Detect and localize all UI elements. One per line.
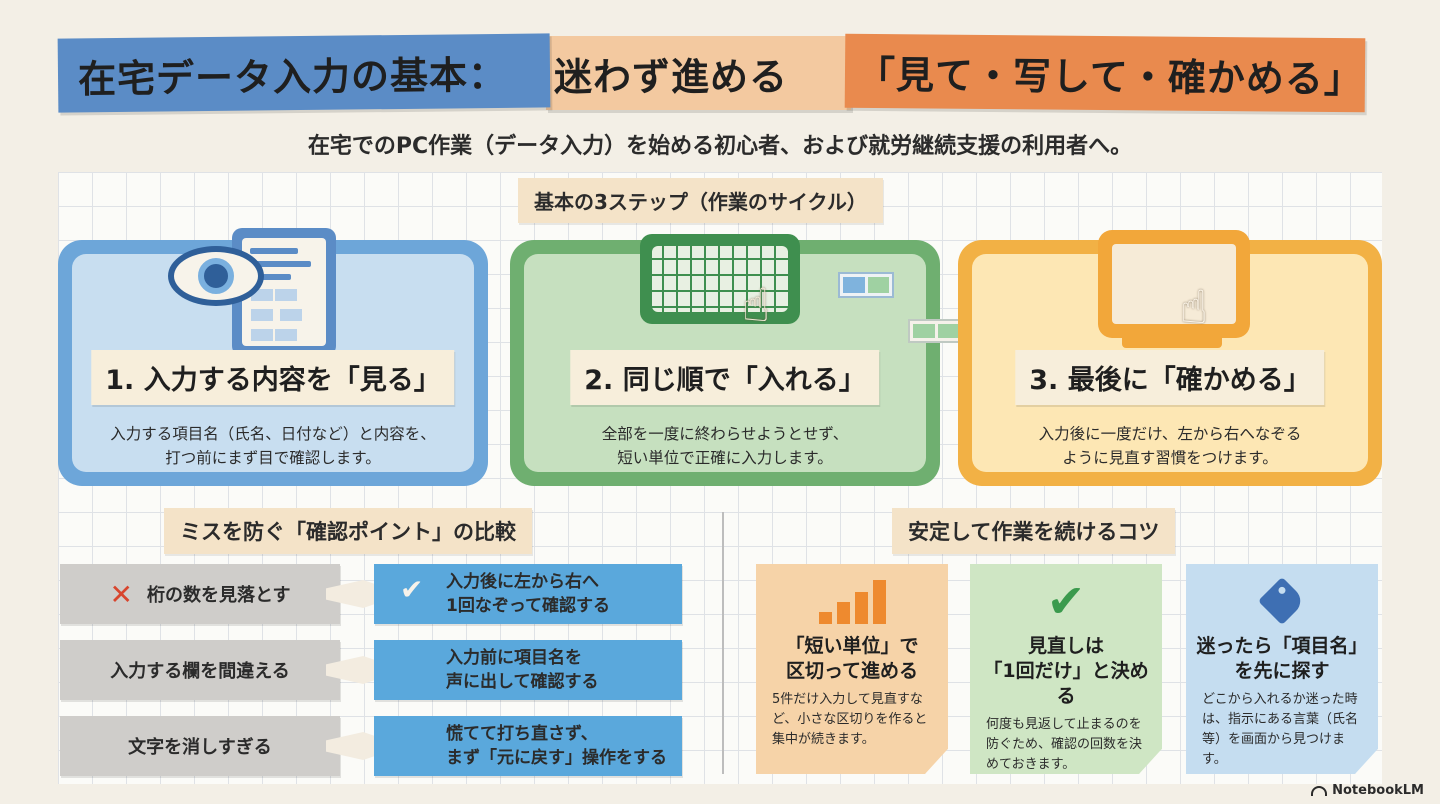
title-part-1: 在宅データ入力の基本： bbox=[57, 33, 551, 113]
tips-heading: 安定して作業を続けるコツ bbox=[892, 508, 1176, 554]
fix-row-2: 入力前に項目名を 声に出して確認する bbox=[374, 640, 682, 700]
step-title-2: 2. 同じ順で「入れる」 bbox=[570, 350, 880, 405]
step-title-3: 3. 最後に「確かめる」 bbox=[1015, 350, 1325, 405]
title-banner: 在宅データ入力の基本： 迷わず進める 「見て・写して・確かめる」 bbox=[57, 33, 1366, 113]
monitor-icon bbox=[1098, 230, 1250, 338]
eye-icon bbox=[168, 246, 264, 306]
bar-chart-icon bbox=[756, 578, 948, 624]
brand-logo: NotebookLM bbox=[1311, 783, 1424, 798]
fix-row-1: ✔ 入力後に左から右へ 1回なぞって確認する bbox=[374, 564, 682, 624]
step-desc-2: 全部を一度に終わらせようとせず、 短い単位で正確に入力します。 bbox=[601, 425, 849, 467]
title-part-2: 迷わず進める bbox=[546, 36, 851, 110]
x-mark-icon: ✕ bbox=[109, 577, 133, 611]
section-divider bbox=[722, 512, 724, 774]
title-part-3: 「見て・写して・確かめる」 bbox=[844, 33, 1366, 113]
comparison-heading: ミスを防ぐ「確認ポイント」の比較 bbox=[164, 508, 532, 554]
tag-icon bbox=[1186, 576, 1378, 626]
step-card-3: ☝ 3. 最後に「確かめる」 入力後に一度だけ、左から右へなぞる ように見直す習… bbox=[958, 230, 1382, 486]
mistake-row-3: 文字を消しすぎる bbox=[60, 716, 340, 776]
tip-desc-2: 何度も見返して止まるのを防ぐため、確認の回数を決めておきます。 bbox=[986, 717, 1143, 772]
mistake-row-1: ✕ 桁の数を見落とす bbox=[60, 564, 340, 624]
steps-heading: 基本の3ステップ（作業のサイクル） bbox=[518, 178, 883, 223]
fix-row-3: 慌てて打ち直さず、 まず「元に戻す」操作をする bbox=[374, 716, 682, 776]
step-desc-1: 入力する項目名（氏名、日付など）と内容を、 打つ前にまず目で確認します。 bbox=[110, 425, 436, 467]
tip-title-2: 見直しは 「1回だけ」と決める bbox=[983, 635, 1149, 707]
tip-title-3: 迷ったら「項目名」 を先に探す bbox=[1196, 635, 1368, 682]
monitor-stand bbox=[1122, 334, 1222, 348]
small-blocks-icon bbox=[838, 272, 894, 298]
tip-card-1: 「短い単位」で 区切って進める 5件だけ入力して見直すなど、小さな区切りを作ると… bbox=[756, 564, 948, 774]
mistake-row-2: 入力する欄を間違える bbox=[60, 640, 340, 700]
checkmark-icon: ✔ bbox=[400, 573, 424, 606]
keyboard-icon bbox=[640, 234, 800, 324]
tip-title-1: 「短い単位」で 区切って進める bbox=[785, 635, 919, 682]
step-desc-3: 入力後に一度だけ、左から右へなぞる ように見直す習慣をつけます。 bbox=[1038, 425, 1302, 467]
tip-desc-1: 5件だけ入力して見直すなど、小さな区切りを作ると集中が続きます。 bbox=[772, 692, 928, 747]
pointing-hand-icon: ☝ bbox=[1180, 280, 1209, 334]
pointing-hand-icon: ☝ bbox=[742, 278, 771, 332]
tip-card-3: 迷ったら「項目名」 を先に探す どこから入れるか迷った時は、指示にある言葉（氏名… bbox=[1186, 564, 1378, 774]
tip-desc-3: どこから入れるか迷った時は、指示にある言葉（氏名等）を画面から見つけます。 bbox=[1202, 692, 1359, 767]
checkmark-icon: ✔ bbox=[1046, 574, 1086, 628]
notebooklm-icon bbox=[1311, 785, 1328, 796]
step-card-2: ☝ 2. 同じ順で「入れる」 全部を一度に終わらせようとせず、 短い単位で正確に… bbox=[510, 234, 1066, 486]
tip-card-2: ✔ 見直しは 「1回だけ」と決める 何度も見返して止まるのを防ぐため、確認の回数… bbox=[970, 564, 1162, 774]
step-card-1: 1. 入力する内容を「見る」 入力する項目名（氏名、日付など）と内容を、 打つ前… bbox=[58, 228, 488, 486]
subtitle: 在宅でのPC作業（データ入力）を始める初心者、および就労継続支援の利用者へ。 bbox=[307, 134, 1133, 159]
step-title-1: 1. 入力する内容を「見る」 bbox=[91, 350, 455, 405]
